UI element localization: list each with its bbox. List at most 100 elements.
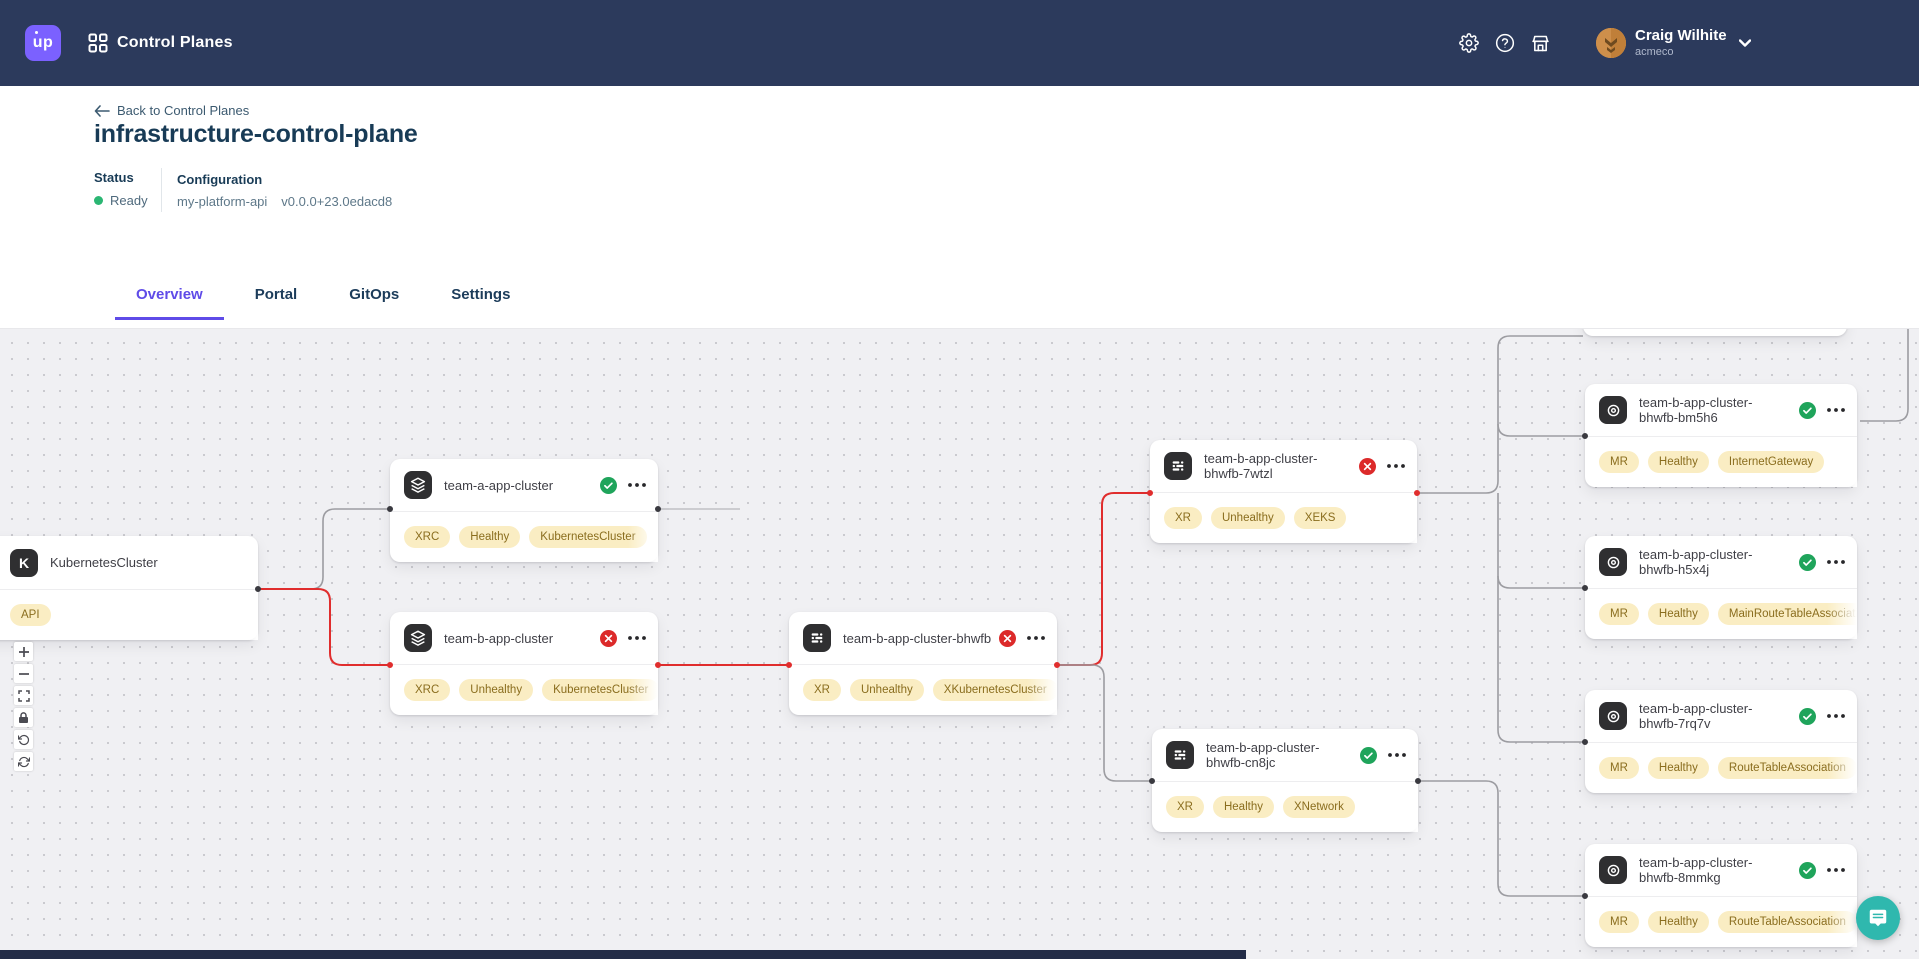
arrow-left-icon bbox=[94, 104, 110, 117]
error-status-icon bbox=[1359, 457, 1376, 475]
fit-view-button[interactable] bbox=[14, 686, 33, 705]
upbound-logo[interactable]: up bbox=[25, 25, 61, 61]
node-team-b-app-cluster[interactable]: team-b-app-cluster XRC Unhealthy Kuberne… bbox=[390, 612, 658, 715]
healthy-status-icon bbox=[1799, 401, 1816, 419]
node-team-b-app-cluster-bhwfb-7rq7v[interactable]: team-b-app-cluster-bhwfb-7rq7v MR Health… bbox=[1585, 690, 1857, 793]
help-icon[interactable] bbox=[1494, 33, 1515, 54]
graph-edges bbox=[258, 329, 1909, 897]
healthy-status-icon bbox=[1799, 861, 1816, 879]
port[interactable] bbox=[655, 506, 661, 512]
tag: Healthy bbox=[459, 526, 521, 548]
zoom-out-button[interactable] bbox=[14, 664, 33, 683]
resource-graph-canvas[interactable]: K KubernetesCluster API team-a-app-clust… bbox=[0, 328, 1919, 959]
tag: Healthy bbox=[1212, 796, 1274, 818]
zoom-in-button[interactable] bbox=[14, 642, 33, 661]
tag: MR bbox=[1599, 603, 1639, 625]
node-menu-button[interactable] bbox=[1388, 753, 1406, 757]
port[interactable] bbox=[1582, 739, 1588, 745]
managed-resource-icon bbox=[1599, 856, 1627, 884]
meta-divider bbox=[161, 168, 162, 212]
port[interactable] bbox=[255, 586, 261, 592]
logo-dot bbox=[35, 31, 38, 34]
composite-resource-icon bbox=[1166, 741, 1194, 769]
tag-fade bbox=[1027, 666, 1057, 715]
chevron-down-icon[interactable] bbox=[1738, 34, 1751, 52]
port[interactable] bbox=[1582, 585, 1588, 591]
port[interactable] bbox=[1149, 778, 1155, 784]
tag-fade bbox=[1827, 898, 1857, 947]
configuration-label: Configuration bbox=[177, 172, 263, 187]
port[interactable] bbox=[1582, 433, 1588, 439]
lock-button[interactable] bbox=[14, 708, 33, 727]
node-team-b-app-cluster-bhwfb-8mmkg[interactable]: team-b-app-cluster-bhwfb-8mmkg MR Health… bbox=[1585, 844, 1857, 947]
gear-icon[interactable] bbox=[1458, 33, 1479, 54]
node-team-b-app-cluster-bhwfb-bm5h6[interactable]: team-b-app-cluster-bhwfb-bm5h6 MR Health… bbox=[1585, 384, 1857, 487]
node-team-b-app-cluster-bhwfb[interactable]: team-b-app-cluster-bhwfb XR Unhealthy XK… bbox=[789, 612, 1057, 715]
tab-portal[interactable]: Portal bbox=[254, 286, 298, 303]
port-error[interactable] bbox=[655, 662, 661, 668]
node-menu-button[interactable] bbox=[628, 483, 646, 487]
node-menu-button[interactable] bbox=[1387, 464, 1405, 468]
refresh-layout-button[interactable] bbox=[14, 752, 33, 771]
error-status-icon bbox=[999, 629, 1016, 647]
tag-fade bbox=[1827, 438, 1857, 487]
node-kubernetescluster[interactable]: K KubernetesCluster API bbox=[0, 536, 258, 640]
node-menu-button[interactable] bbox=[1827, 868, 1845, 872]
avatar[interactable] bbox=[1596, 28, 1626, 58]
tab-gitops[interactable]: GitOps bbox=[349, 286, 400, 303]
node-menu-button[interactable] bbox=[1027, 636, 1045, 640]
healthy-status-icon bbox=[600, 476, 617, 494]
tag: XR bbox=[1166, 796, 1204, 818]
node-menu-button[interactable] bbox=[628, 636, 646, 640]
reset-view-button[interactable] bbox=[14, 730, 33, 749]
port[interactable] bbox=[1582, 893, 1588, 899]
status-value: Ready bbox=[110, 193, 148, 208]
port-error[interactable] bbox=[786, 662, 792, 668]
node-title: team-b-app-cluster-bhwfb-7wtzl bbox=[1204, 451, 1318, 481]
configuration-block: Configuration my-platform-api v0.0.0+23.… bbox=[177, 172, 392, 209]
port-error[interactable] bbox=[387, 662, 393, 668]
node-title: team-b-app-cluster-bhwfb-cn8jc bbox=[1206, 740, 1320, 770]
healthy-status-icon bbox=[1799, 553, 1816, 571]
managed-resource-icon bbox=[1599, 702, 1627, 730]
tag: Unhealthy bbox=[459, 679, 534, 701]
composite-resource-icon bbox=[1164, 452, 1192, 480]
node-menu-button[interactable] bbox=[1827, 714, 1845, 718]
logo-text: up bbox=[32, 34, 54, 51]
tag: RouteTableAssociation bbox=[1717, 757, 1857, 779]
configuration-name[interactable]: my-platform-api bbox=[177, 194, 268, 209]
node-team-a-app-cluster[interactable]: team-a-app-cluster XRC Healthy Kubernete… bbox=[390, 459, 658, 562]
user-block[interactable]: Craig Wilhite acmeco bbox=[1635, 27, 1727, 59]
healthy-status-icon bbox=[1799, 707, 1816, 725]
ready-dot-icon bbox=[94, 196, 103, 205]
port-error[interactable] bbox=[1147, 490, 1153, 496]
marketplace-icon[interactable] bbox=[1530, 33, 1551, 54]
tab-overview[interactable]: Overview bbox=[115, 280, 224, 320]
back-link[interactable]: Back to Control Planes bbox=[94, 103, 249, 118]
port[interactable] bbox=[1415, 778, 1421, 784]
tab-settings[interactable]: Settings bbox=[451, 286, 511, 303]
node-team-b-app-cluster-bhwfb-cn8jc[interactable]: team-b-app-cluster-bhwfb-cn8jc XR Health… bbox=[1152, 729, 1418, 832]
node-title: team-b-app-cluster-bhwfb-8mmkg bbox=[1639, 855, 1753, 885]
node-menu-button[interactable] bbox=[1827, 560, 1845, 564]
managed-resource-icon bbox=[1599, 548, 1627, 576]
configuration-version: v0.0.0+23.0edacd8 bbox=[281, 194, 393, 209]
port[interactable] bbox=[387, 506, 393, 512]
port-error[interactable] bbox=[1414, 490, 1420, 496]
tag: Healthy bbox=[1647, 911, 1709, 933]
composite-resource-icon bbox=[803, 624, 831, 652]
user-org: acmeco bbox=[1635, 46, 1674, 59]
port-error[interactable] bbox=[1054, 662, 1060, 668]
node-menu-button[interactable] bbox=[1827, 408, 1845, 412]
layers-icon bbox=[404, 471, 432, 499]
chat-launcher-button[interactable] bbox=[1856, 896, 1900, 940]
bottom-window-strip bbox=[0, 950, 1246, 959]
tag: XR bbox=[803, 679, 841, 701]
node-partial-top[interactable] bbox=[1583, 329, 1847, 336]
node-team-b-app-cluster-bhwfb-7wtzl[interactable]: team-b-app-cluster-bhwfb-7wtzl XR Unheal… bbox=[1150, 440, 1417, 543]
healthy-status-icon bbox=[1360, 746, 1377, 764]
node-team-b-app-cluster-bhwfb-h5x4j[interactable]: team-b-app-cluster-bhwfb-h5x4j MR Health… bbox=[1585, 536, 1857, 639]
tag-fade bbox=[628, 513, 658, 562]
status-block: Status Ready bbox=[94, 170, 148, 208]
tag: XEKS bbox=[1293, 507, 1347, 529]
